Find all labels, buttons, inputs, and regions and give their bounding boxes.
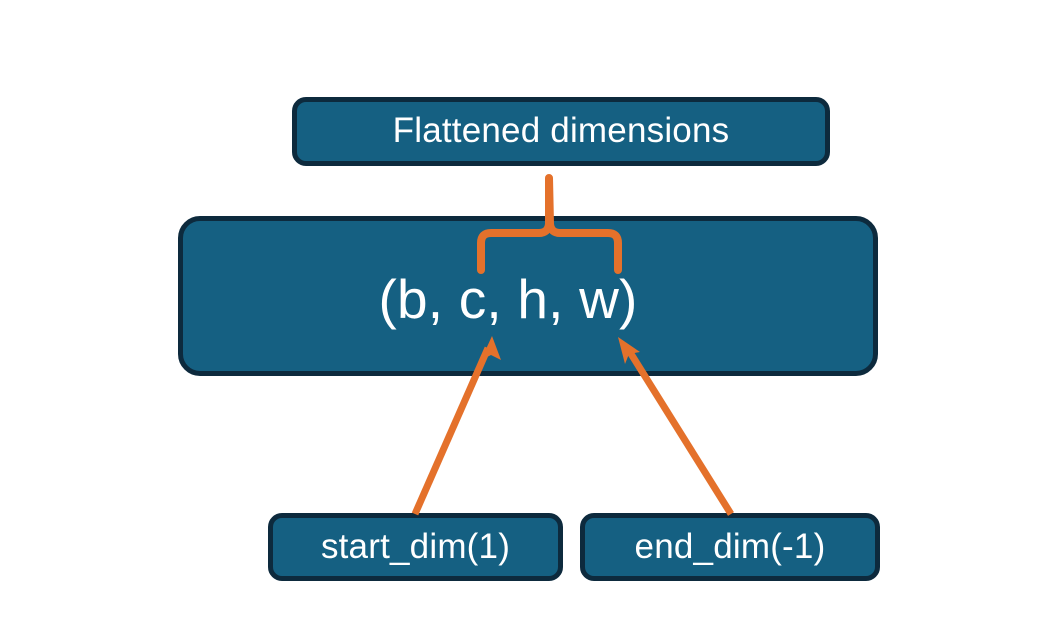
flattened-dimensions-label: Flattened dimensions [392, 111, 730, 150]
start-dim-box: start_dim(1) [268, 513, 563, 581]
tensor-shape-label: (b, c, h, w) [378, 267, 638, 330]
end-dim-label: end_dim(-1) [634, 526, 826, 566]
end-dim-box: end_dim(-1) [580, 513, 880, 581]
tensor-shape-box: (b, c, h, w) [178, 216, 878, 376]
flattened-dimensions-box: Flattened dimensions [292, 97, 830, 166]
start-dim-label: start_dim(1) [320, 526, 511, 566]
